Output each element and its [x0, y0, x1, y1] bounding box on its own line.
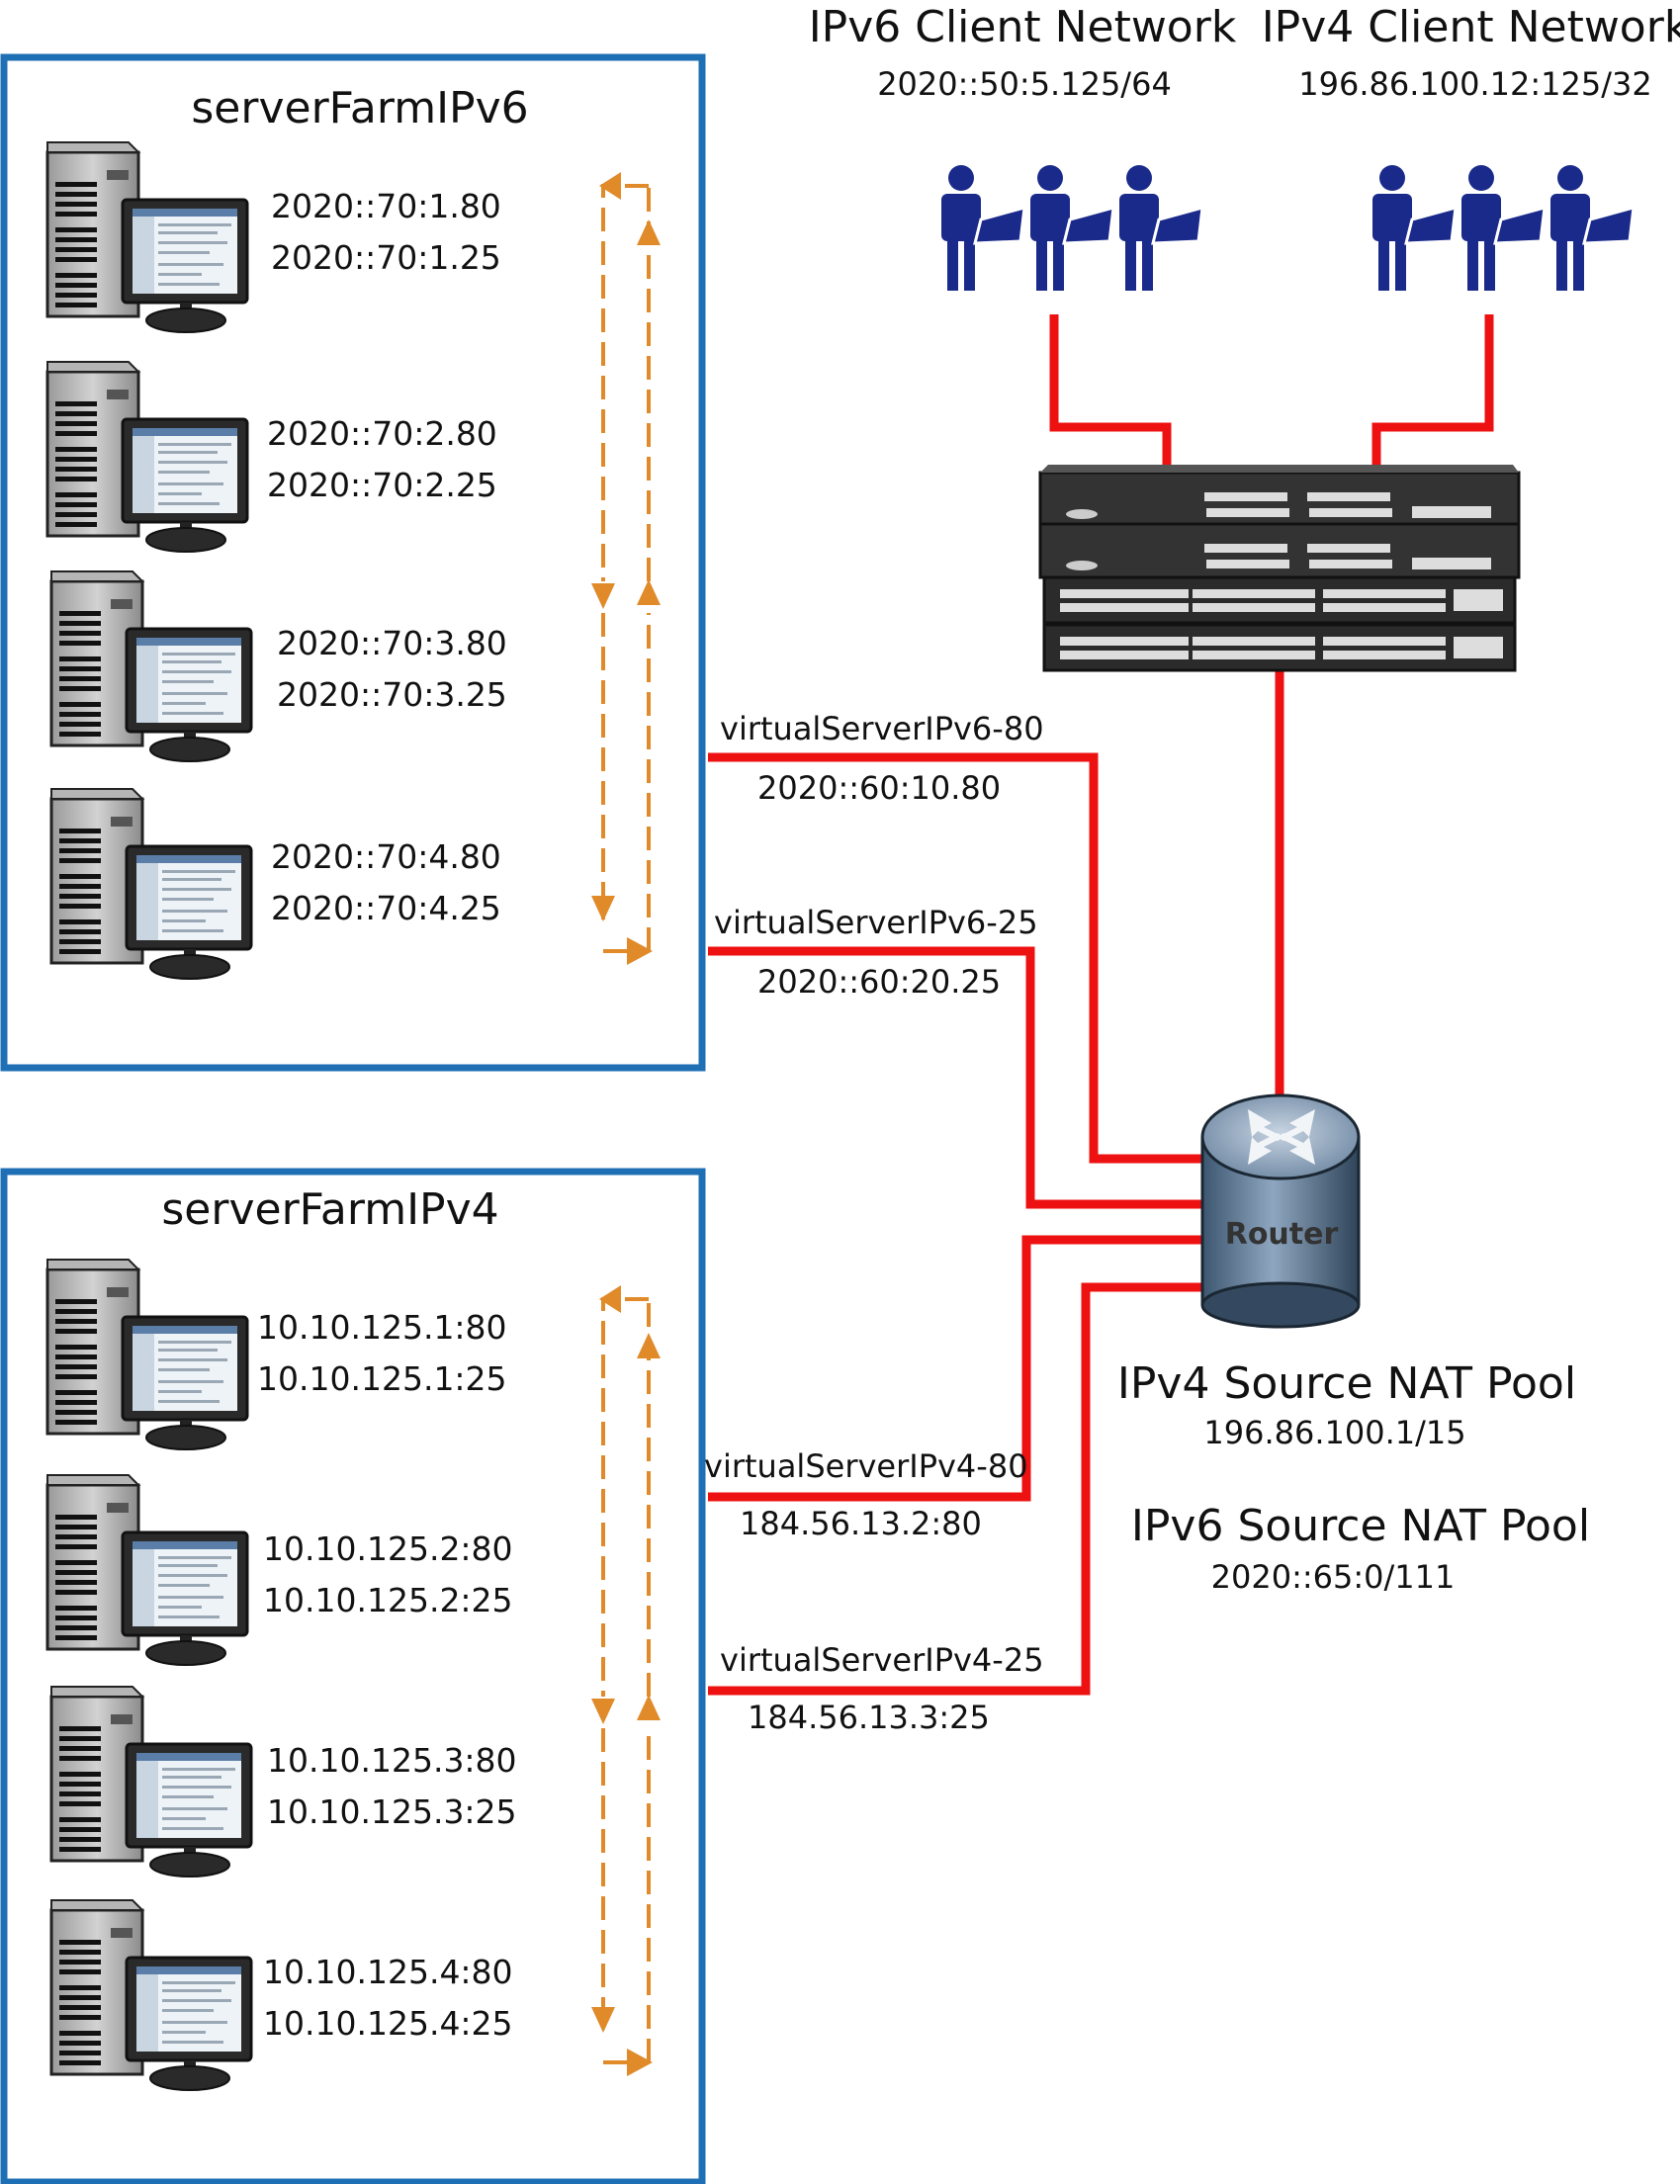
virtual-server-name: virtualServerIPv4-80 — [704, 1447, 1028, 1485]
virtual-server-addr: 2020::60:20.25 — [757, 963, 1001, 1001]
router-label: Router — [1225, 1217, 1339, 1252]
server-icon — [49, 569, 253, 763]
nat-pool-range: 2020::65:0/111 — [1211, 1558, 1456, 1596]
server-addr-80: 2020::70:4.80 — [271, 837, 501, 876]
virtual-server-addr: 184.56.13.2:80 — [740, 1505, 982, 1542]
server-addr-25: 10.10.125.2:25 — [263, 1581, 513, 1619]
client-network-subnet: 196.86.100.12:125/32 — [1298, 65, 1651, 103]
server-icon — [49, 1898, 253, 2092]
user-icon — [1028, 163, 1115, 293]
server-addr-25: 2020::70:1.25 — [271, 238, 501, 277]
load-balance-arrows-ipv6 — [601, 184, 651, 953]
nat-pool-range: 196.86.100.1/15 — [1203, 1414, 1465, 1451]
server-addr-25: 10.10.125.3:25 — [267, 1792, 517, 1831]
server-addr-80: 10.10.125.4:80 — [263, 1953, 513, 1991]
server-addr-25: 2020::70:4.25 — [271, 889, 501, 927]
virtual-server-name: virtualServerIPv6-25 — [714, 904, 1038, 941]
switch-icon — [1038, 465, 1521, 672]
server-icon — [49, 787, 253, 981]
server-icon — [49, 1685, 253, 1878]
server-farm-ipv4-title: serverFarmIPv4 — [161, 1184, 498, 1235]
server-icon — [45, 140, 249, 334]
nat-pool-title: IPv6 Source NAT Pool — [1131, 1501, 1590, 1551]
server-farm-ipv6-title: serverFarmIPv6 — [191, 83, 528, 133]
server-icon — [45, 1258, 249, 1451]
server-addr-80: 2020::70:2.80 — [267, 414, 497, 453]
server-addr-25: 2020::70:3.25 — [277, 675, 507, 714]
server-addr-80: 10.10.125.1:80 — [257, 1308, 507, 1347]
server-addr-80: 2020::70:1.80 — [271, 187, 501, 225]
server-addr-25: 10.10.125.4:25 — [263, 2004, 513, 2043]
user-icon — [1371, 163, 1458, 293]
client-network-title: IPv4 Client Network — [1262, 2, 1680, 52]
virtual-server-name: virtualServerIPv4-25 — [720, 1641, 1044, 1679]
server-addr-25: 10.10.125.1:25 — [257, 1359, 507, 1398]
user-icon — [1117, 163, 1204, 293]
router-icon — [1200, 1093, 1361, 1329]
server-icon — [45, 360, 249, 554]
user-icon — [1548, 163, 1636, 293]
network-links — [708, 314, 1494, 1696]
server-addr-80: 10.10.125.2:80 — [263, 1529, 513, 1568]
virtual-server-addr: 184.56.13.3:25 — [748, 1699, 990, 1736]
server-icon — [45, 1473, 249, 1667]
server-farm-ipv4-box — [0, 1168, 706, 2184]
load-balance-arrows-ipv4 — [601, 1297, 651, 2064]
server-addr-25: 2020::70:2.25 — [267, 466, 497, 504]
server-farm-ipv6-box — [0, 53, 706, 1072]
virtual-server-addr: 2020::60:10.80 — [757, 769, 1001, 807]
client-network-subnet: 2020::50:5.125/64 — [877, 65, 1172, 103]
server-addr-80: 10.10.125.3:80 — [267, 1741, 517, 1780]
server-addr-80: 2020::70:3.80 — [277, 624, 507, 662]
arrowhead-icon — [591, 172, 661, 965]
user-icon — [939, 163, 1026, 293]
nat-pool-title: IPv4 Source NAT Pool — [1117, 1358, 1576, 1409]
client-network-title: IPv6 Client Network — [809, 2, 1237, 52]
virtual-server-name: virtualServerIPv6-80 — [720, 710, 1044, 747]
arrowhead-icon — [591, 1285, 661, 2076]
user-icon — [1459, 163, 1547, 293]
